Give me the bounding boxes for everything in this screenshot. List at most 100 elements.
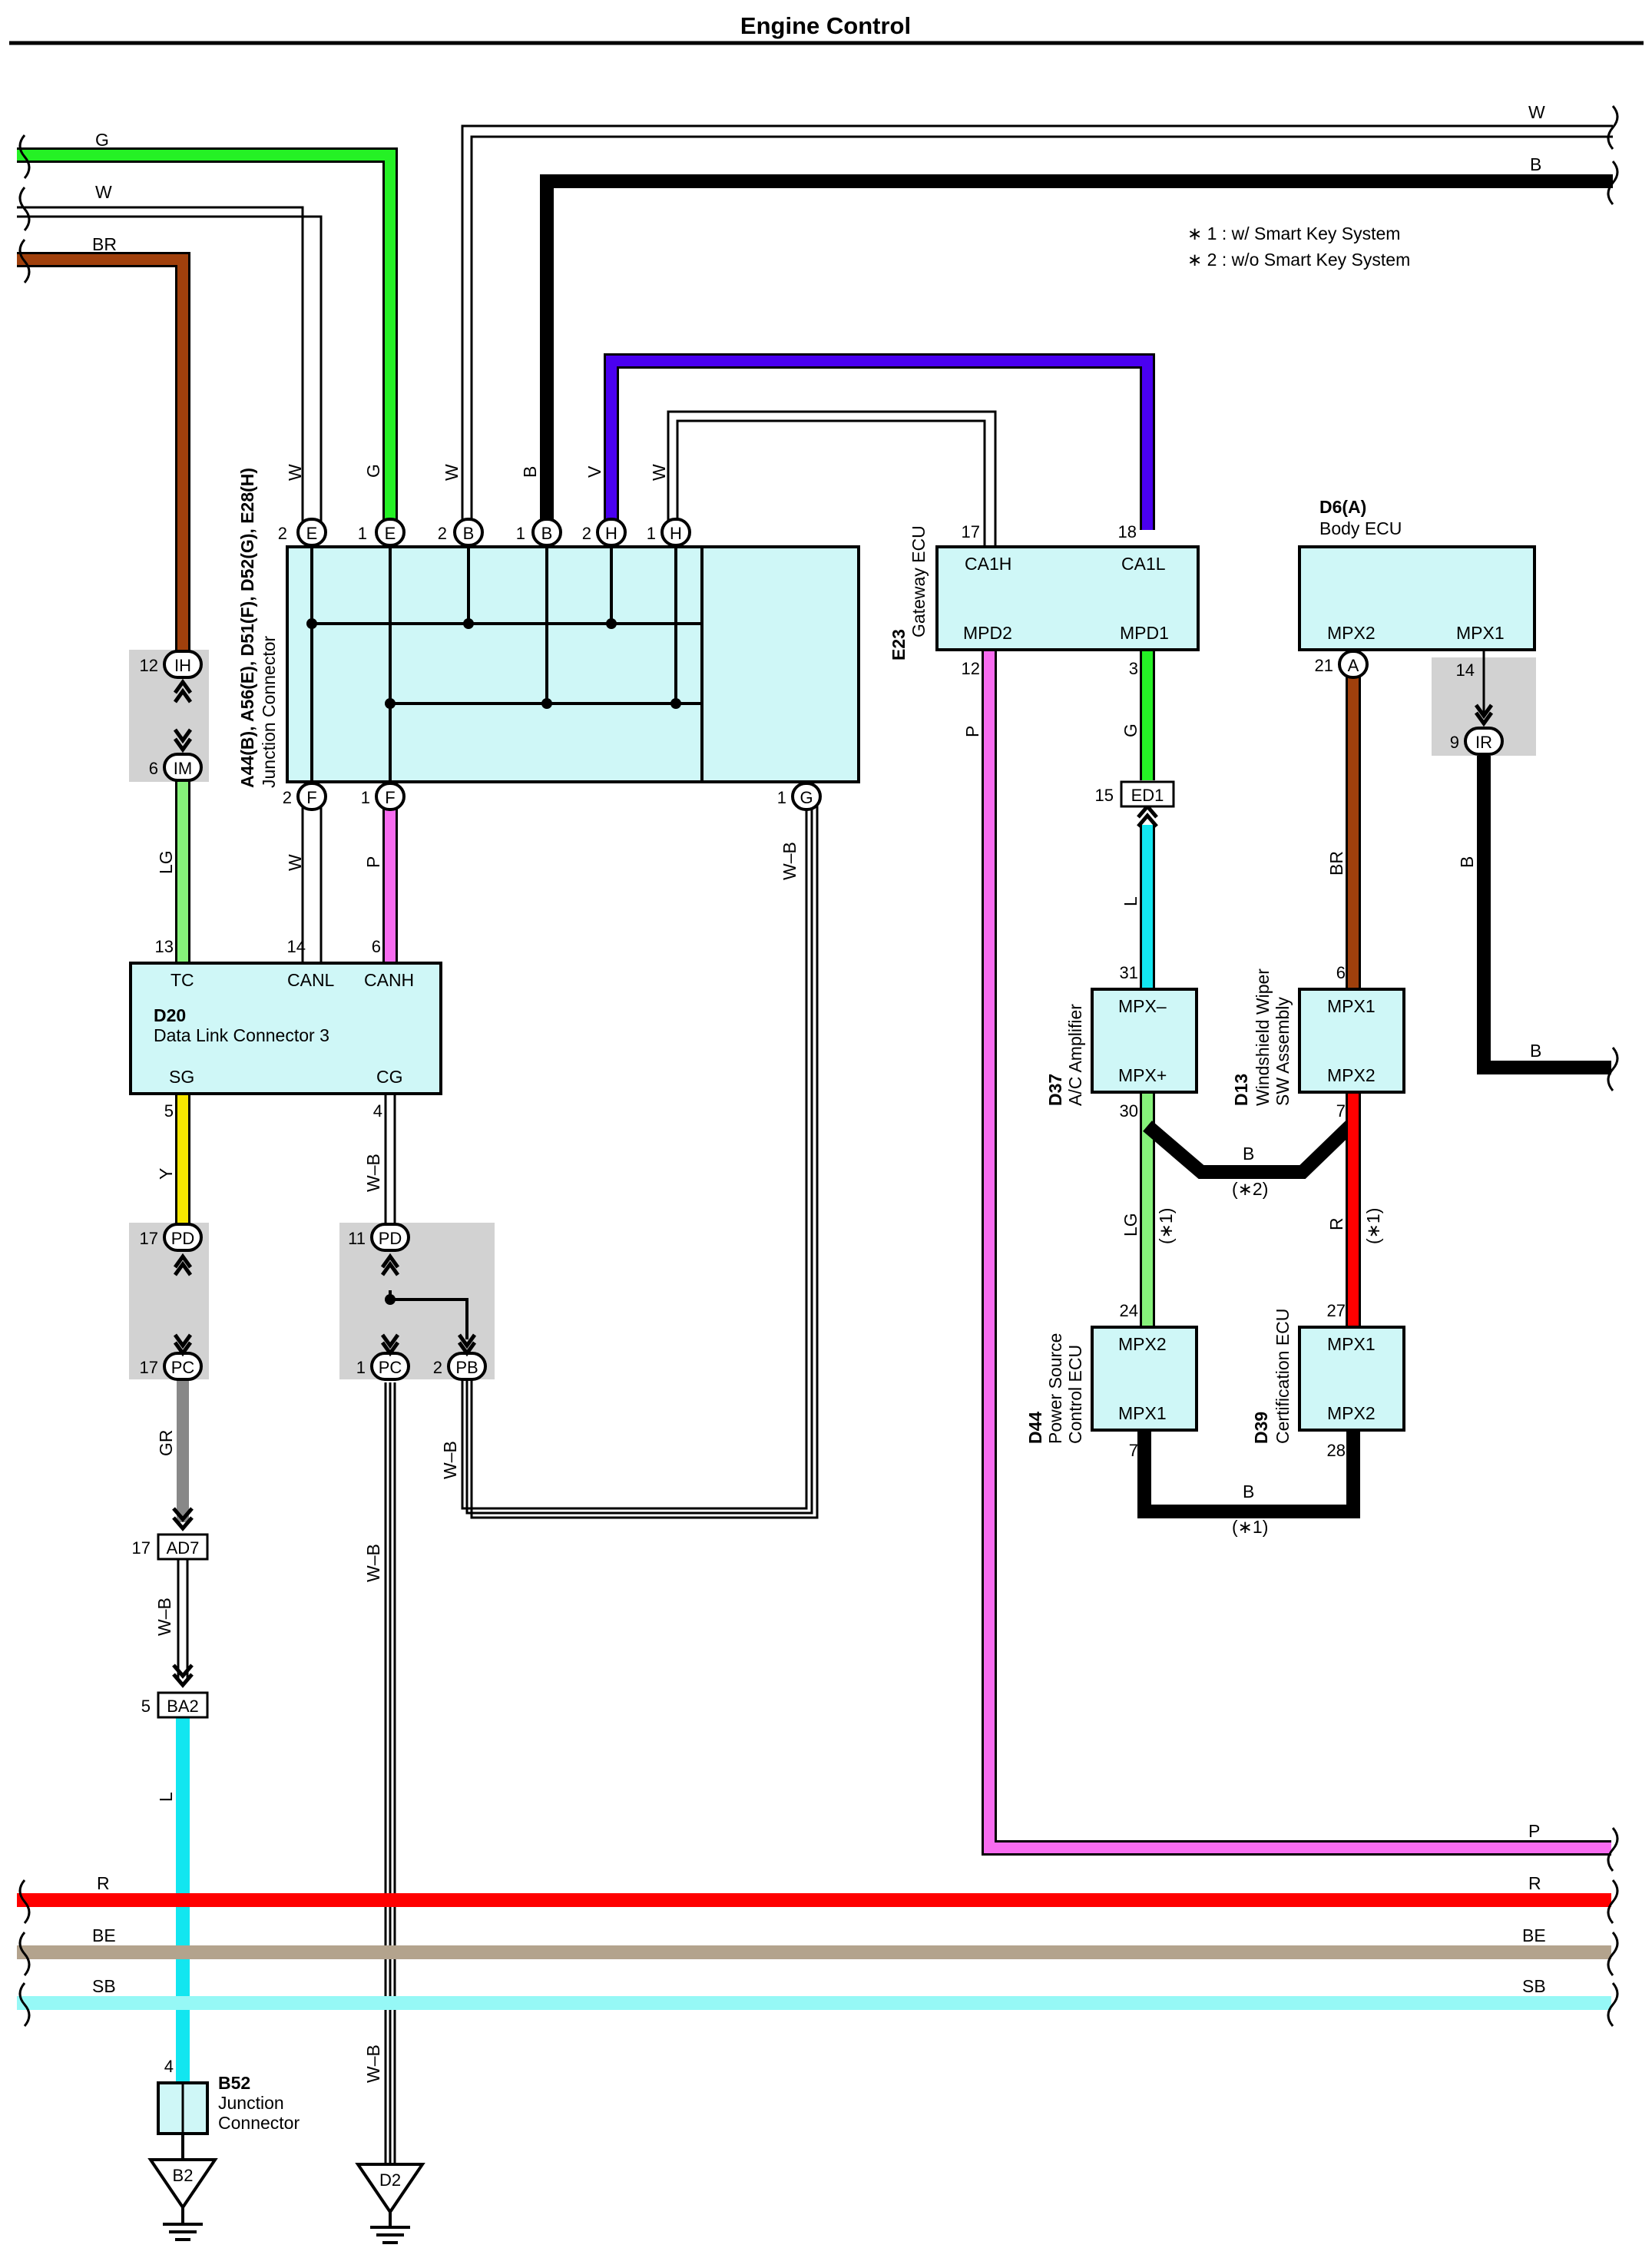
ac-amp-pin-mpx-minus: MPX–	[1118, 996, 1167, 1016]
b52-name-2: Connector	[218, 2113, 300, 2133]
body-ecu-box	[1298, 545, 1536, 651]
certification-box	[1298, 1326, 1405, 1432]
tag-ad7: AD7	[167, 1538, 200, 1558]
wl-lg-dlc: LG	[156, 850, 176, 874]
wire-w-right	[461, 124, 1613, 530]
wire-b-s2	[1143, 1121, 1356, 1179]
pin-ir-9: 9	[1450, 733, 1459, 752]
conn-a: A	[1348, 656, 1359, 675]
pin-gw-12: 12	[962, 659, 980, 678]
wl-p-right: P	[1528, 1821, 1540, 1841]
conn-ih: IH	[174, 656, 191, 675]
wiper-pin-mpx2: MPX2	[1327, 1065, 1376, 1085]
dlc-name: Data Link Connector 3	[154, 1025, 329, 1045]
pin-pc-1: 1	[356, 1358, 366, 1377]
conn-g: G	[800, 788, 813, 807]
pin-gw-18: 18	[1118, 522, 1137, 541]
power-source-name-1: Power Source	[1045, 1333, 1065, 1444]
wl-wb-g: W–B	[780, 842, 800, 880]
pin-dlc-14: 14	[287, 937, 306, 956]
gateway-name: Gateway ECU	[909, 525, 929, 637]
pin-ps-24: 24	[1120, 1301, 1138, 1320]
pin-pb-2: 2	[433, 1358, 442, 1377]
wire-g-top	[17, 147, 398, 530]
dlc-pin-cg: CG	[376, 1067, 403, 1087]
junction-connector-box	[286, 545, 860, 783]
wl-w-jc3: W	[649, 464, 669, 481]
conn-f-1: F	[306, 788, 316, 807]
wl-l-b52: L	[156, 1792, 176, 1802]
conn-pd-1: PD	[171, 1229, 195, 1248]
pin-wiper-7: 7	[1336, 1101, 1346, 1121]
wl-g-top: G	[95, 130, 109, 150]
body-ecu-pin-mpx2: MPX2	[1327, 623, 1376, 643]
dlc-code: D20	[154, 1005, 186, 1025]
dlc-pin-tc: TC	[170, 970, 194, 990]
pin-wiper-6: 6	[1336, 963, 1346, 982]
pin-ac-30: 30	[1120, 1101, 1138, 1121]
power-source-name-2: Control ECU	[1065, 1345, 1085, 1444]
pin-pd-17: 17	[140, 1229, 158, 1248]
tag-ed1-box	[1120, 780, 1175, 808]
break-marks	[18, 105, 1619, 2027]
wiper-name-1: Windshield Wiper	[1253, 968, 1273, 1106]
conn-im: IM	[174, 759, 192, 778]
ground-b2-label: B2	[173, 2166, 194, 2185]
wiper-code: D13	[1231, 1074, 1251, 1106]
wl-w-jc1: W	[285, 464, 305, 481]
conn-pc-2: PC	[379, 1358, 402, 1377]
wire-w-gateway	[667, 410, 997, 547]
cert-name: Certification ECU	[1273, 1309, 1293, 1444]
wire-wb-loop	[461, 796, 808, 1510]
wire-p-gateway-fill	[984, 651, 1611, 1853]
conn-h-2: H	[670, 524, 682, 543]
wl-s1-mark-bottom: (∗1)	[1232, 1517, 1268, 1537]
dlc-pin-canl: CANL	[287, 970, 335, 990]
pin-body-14: 14	[1456, 661, 1475, 680]
conn-pc-1: PC	[171, 1358, 195, 1377]
wl-b-right: B	[1530, 154, 1541, 174]
wl-p-gw: P	[962, 726, 982, 737]
wire-g-top-fill	[17, 150, 396, 530]
tag-ad7-box	[157, 1533, 209, 1561]
wiper-pin-mpx1: MPX1	[1327, 996, 1376, 1016]
gateway-pin-ca1h: CA1H	[965, 554, 1011, 574]
wl-be-left: BE	[92, 1925, 116, 1945]
body-ecu-name: Body ECU	[1319, 518, 1402, 538]
pin-ed1-15: 15	[1095, 786, 1114, 805]
conn-e-2: E	[385, 524, 396, 543]
ac-amp-code: D37	[1045, 1074, 1065, 1106]
wire-b-ir	[1477, 756, 1611, 1074]
wl-sb-left: SB	[92, 1976, 116, 1996]
conn-pd-2: PD	[379, 1229, 402, 1248]
junction-name: Junction Connector	[259, 635, 279, 788]
wire-v-fill	[606, 356, 1153, 530]
wl-b-s1: B	[1243, 1482, 1254, 1501]
wl-br-wiper: BR	[1326, 851, 1346, 876]
wl-sb-right: SB	[1522, 1976, 1546, 1996]
wl-g-ed1: G	[1121, 723, 1141, 737]
conn-b-2: B	[541, 524, 553, 543]
wire-v	[604, 353, 1155, 530]
wire-br-fill	[17, 254, 188, 651]
pin-gw-3: 3	[1129, 659, 1138, 678]
pin-jc-2e: 2	[278, 524, 287, 543]
wire-wb-loop-b	[470, 796, 819, 1519]
pin-b52-4: 4	[164, 2057, 174, 2076]
conn-b-1: B	[463, 524, 475, 543]
gateway-pin-ca1l: CA1L	[1121, 554, 1166, 574]
ground-d2-label: D2	[379, 2170, 401, 2190]
pin-jc-2f: 2	[283, 788, 292, 807]
wl-s2-mark: (∗2)	[1232, 1179, 1268, 1199]
wl-w-jc2: W	[442, 464, 462, 481]
tag-ba2: BA2	[167, 1697, 199, 1716]
wire-w-left-b	[17, 215, 323, 530]
wire-w-gateway-b	[676, 419, 986, 547]
wl-gr: GR	[156, 1430, 176, 1457]
gateway-ecu-box	[935, 545, 1200, 651]
wl-r-left: R	[97, 1873, 110, 1893]
pin-jc-1f: 1	[361, 788, 370, 807]
wl-v-jc: V	[584, 465, 604, 478]
mating-arrows	[172, 678, 1494, 1688]
note-1: ∗ 1 : w/ Smart Key System	[1187, 223, 1400, 243]
